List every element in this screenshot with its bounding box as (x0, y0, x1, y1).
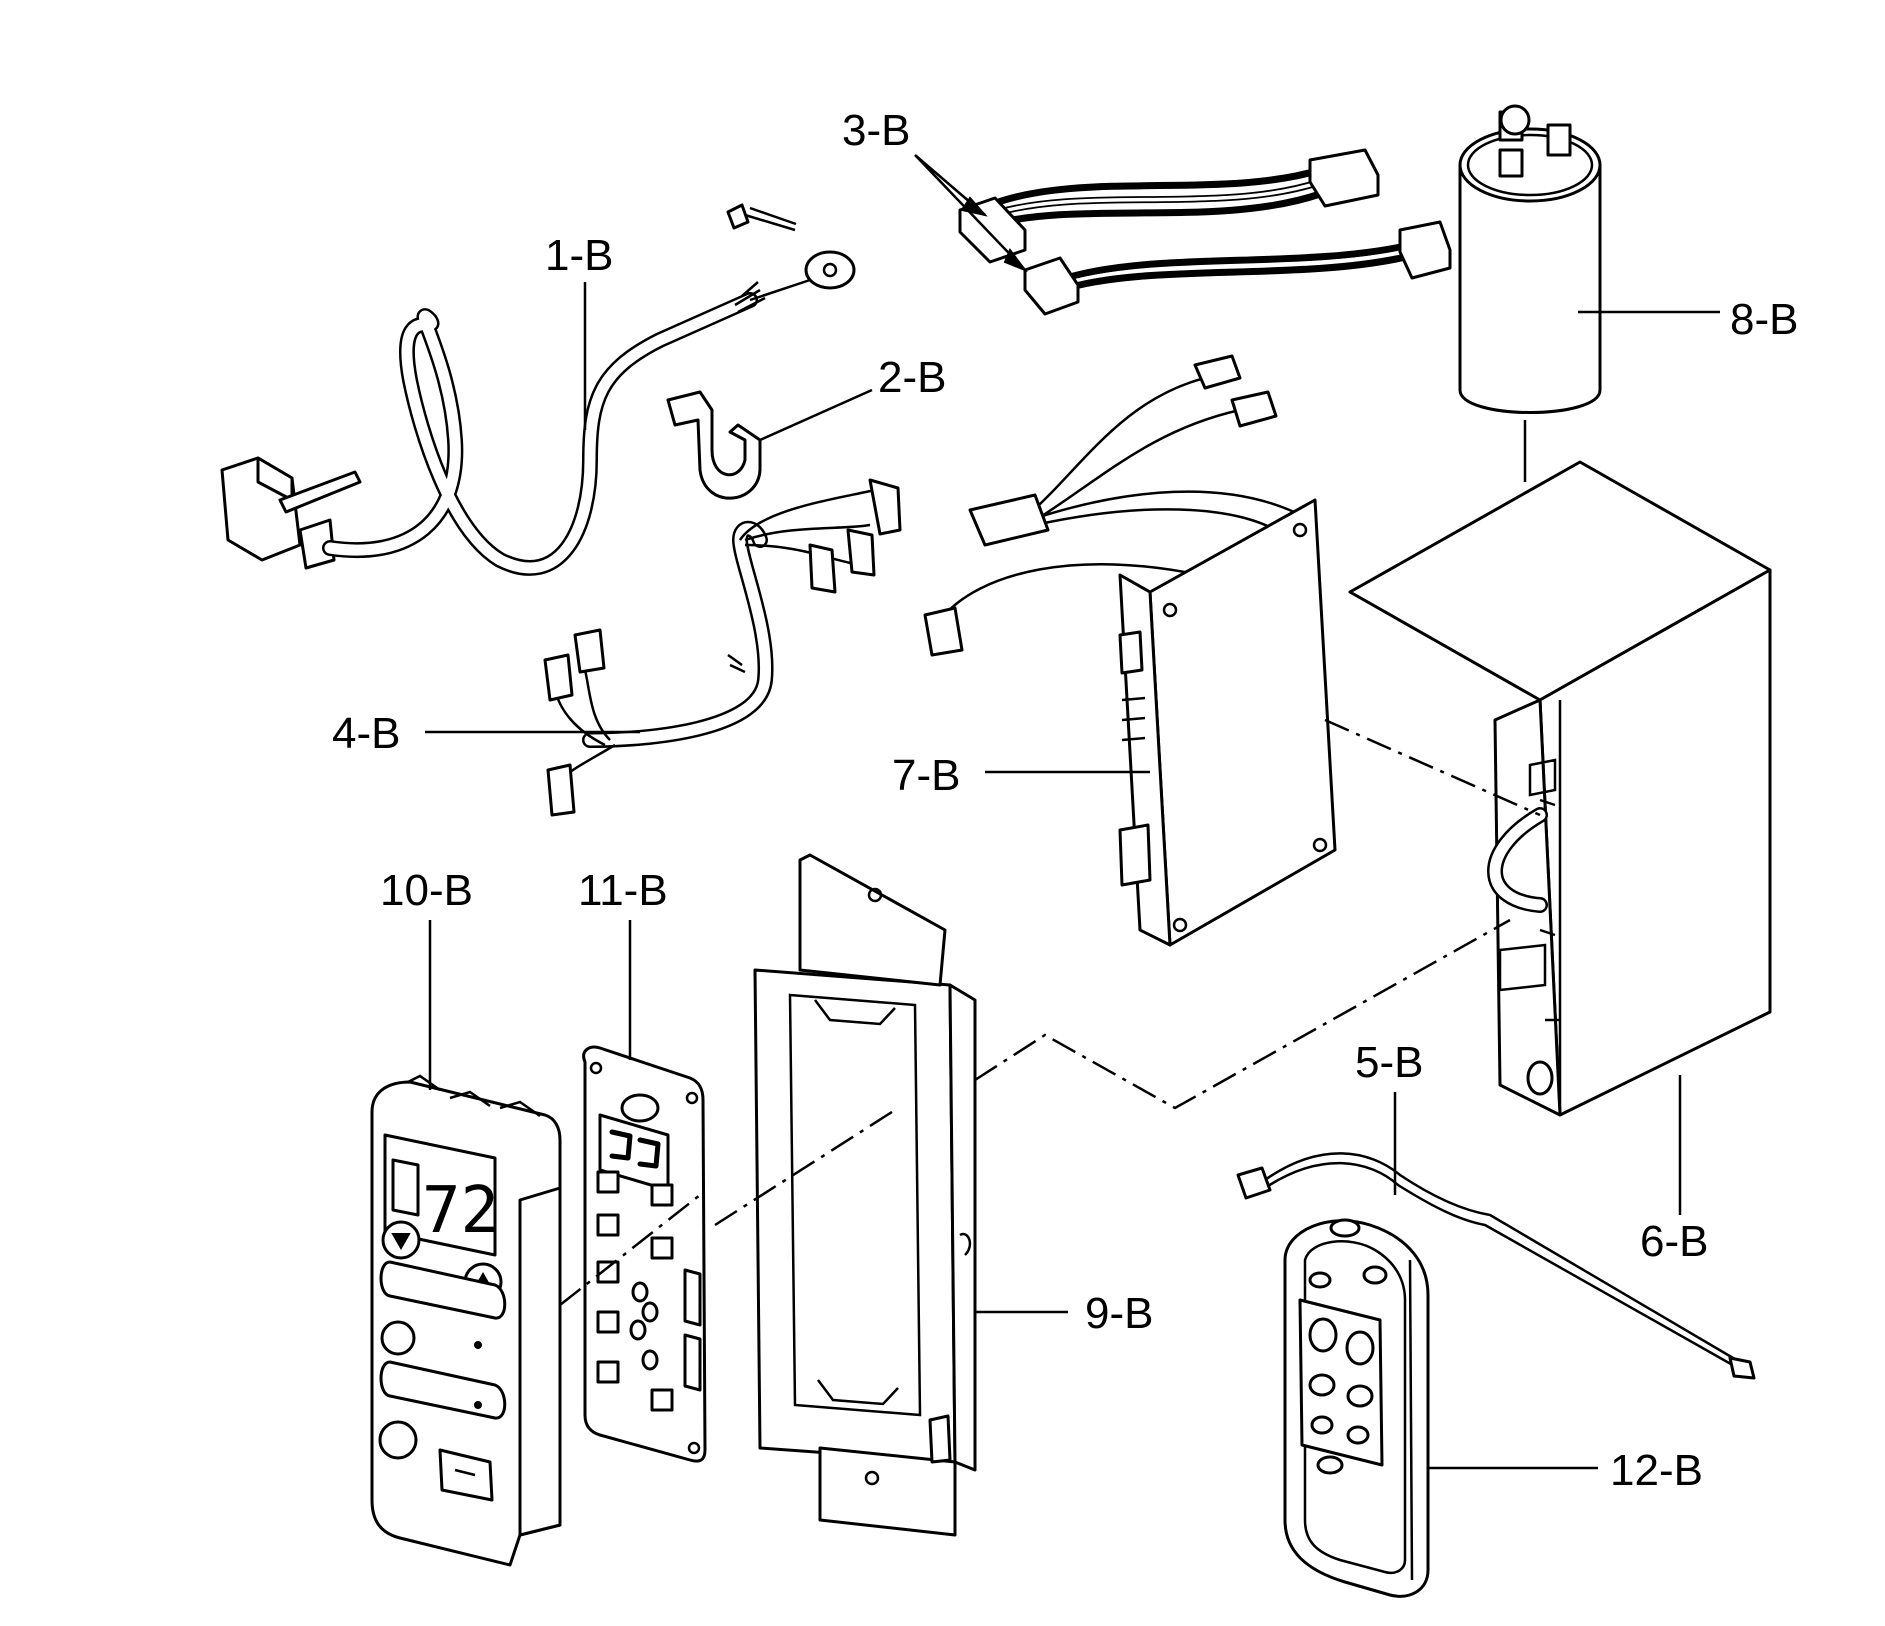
control-panel: 72 (370, 1074, 562, 1567)
control-box (1348, 420, 1772, 1117)
label-10b: 10-B (380, 866, 473, 915)
label-1b: 1-B (545, 231, 613, 280)
label-2b: 2-B (878, 353, 946, 402)
wire-harness-connector (958, 148, 1452, 316)
label-8b: 8-B (1730, 295, 1798, 344)
panel-bracket (714, 853, 1511, 1537)
label-11b: 11-B (578, 866, 668, 915)
label-12b: 12-B (1610, 1446, 1703, 1495)
label-9b: 9-B (1085, 1289, 1153, 1338)
wire-harness-terminals (543, 478, 902, 817)
label-7b: 7-B (892, 751, 960, 800)
label-6b: 6-B (1640, 1217, 1708, 1266)
remote-control (1283, 1218, 1430, 1598)
thermistor-sensor (1236, 1152, 1756, 1380)
label-3b: 3-B (842, 106, 910, 155)
power-cord (220, 203, 856, 576)
display-pcb (559, 1045, 707, 1463)
main-pcb (923, 354, 1541, 947)
display-temperature: 72 (422, 1174, 499, 1248)
label-5b: 5-B (1355, 1038, 1423, 1087)
label-4b: 4-B (332, 709, 400, 758)
cord-clamp (666, 390, 762, 500)
capacitor (1458, 104, 1602, 414)
